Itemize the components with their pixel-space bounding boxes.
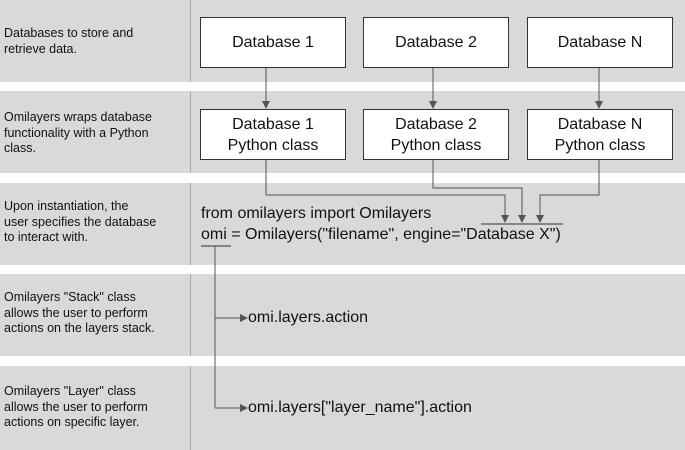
python-class-1-label: Database 1 Python class [227, 115, 319, 154]
database-n-box: Database N [527, 17, 673, 68]
omi-variable: omi [201, 226, 227, 243]
column-divider [190, 274, 191, 356]
python-class-1-box: Database 1 Python class [200, 109, 346, 160]
column-divider [190, 366, 191, 450]
row-description-databases: Databases to store and retrieve data. [4, 26, 134, 56]
row-description-instantiation: Upon instantiation, the user specifies t… [4, 199, 157, 244]
stack-action-line: omi.layers.action [248, 309, 369, 326]
connector-wrapper1 [265, 159, 509, 223]
layer-action-line: omi.layers["layer_name"].action [248, 399, 472, 416]
row-band-stack [0, 274, 685, 356]
python-class-2-label: Database 2 Python class [390, 115, 482, 154]
row-band-layer [0, 366, 685, 450]
python-class-n-label: Database N Python class [554, 115, 646, 154]
row-description-python-class: Omilayers wraps database functionality w… [4, 110, 152, 155]
python-class-n-box: Database N Python class [527, 109, 673, 160]
database-n-label: Database N [557, 34, 643, 51]
row-band-instantiation [0, 183, 685, 265]
column-divider [190, 0, 191, 82]
column-divider [190, 183, 191, 265]
database-2-label: Database 2 [395, 34, 477, 51]
column-divider [190, 91, 191, 173]
instantiation-line: omi = Omilayers("filename", engine="Data… [201, 226, 561, 244]
connector-wrapper2 [432, 159, 526, 223]
import-line: from omilayers import Omilayers [201, 205, 432, 222]
python-class-2-box: Database 2 Python class [363, 109, 509, 160]
connector-wrappern [536, 159, 600, 223]
row-description-stack: Omilayers "Stack" class allows the user … [4, 290, 155, 335]
instantiation-rest: = Omilayers("filename", engine="Database… [226, 226, 561, 243]
database-1-label: Database 1 [232, 34, 314, 51]
database-2-box: Database 2 [363, 17, 509, 68]
database-1-box: Database 1 [200, 17, 346, 68]
row-description-layer: Omilayers "Layer" class allows the user … [4, 384, 148, 429]
